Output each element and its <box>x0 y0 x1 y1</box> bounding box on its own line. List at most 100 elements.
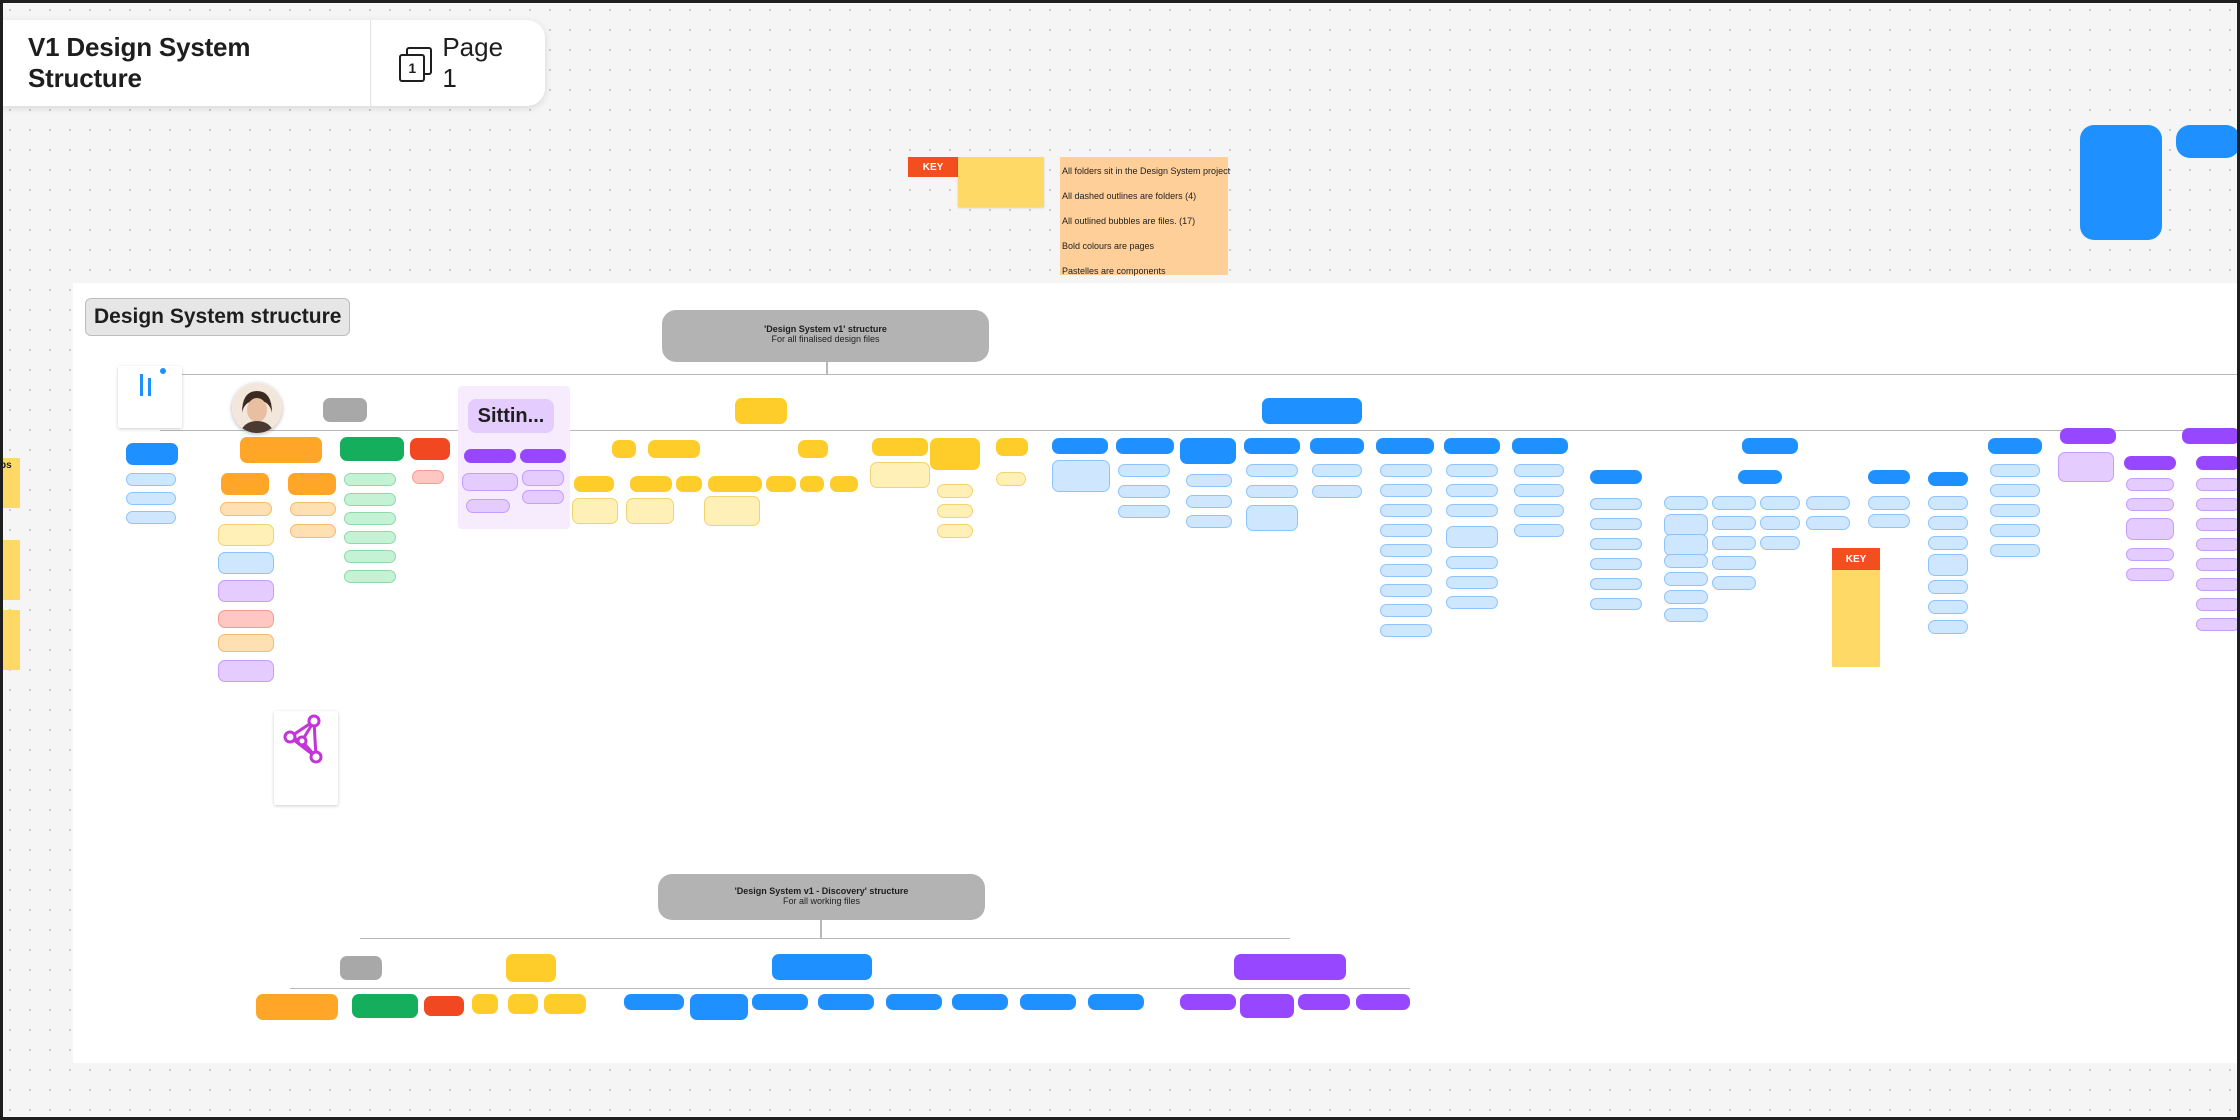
page-node[interactable] <box>735 398 787 424</box>
component-node[interactable] <box>1990 464 2040 477</box>
component-node[interactable] <box>937 524 973 538</box>
key-tag[interactable]: KEY <box>908 157 958 177</box>
component-node[interactable] <box>1380 484 1432 497</box>
page-node[interactable] <box>1240 994 1294 1018</box>
component-node[interactable] <box>1712 536 1756 550</box>
component-node[interactable] <box>1446 576 1498 589</box>
component-node[interactable] <box>1590 598 1642 610</box>
component-node[interactable] <box>1380 604 1432 617</box>
page-node[interactable] <box>708 476 762 492</box>
component-node[interactable] <box>522 490 564 504</box>
component-node[interactable] <box>2126 548 2174 561</box>
component-node[interactable] <box>1928 554 1968 576</box>
offscreen-sticky[interactable] <box>0 458 20 508</box>
component-node[interactable] <box>2196 618 2240 631</box>
component-node[interactable] <box>2196 598 2240 611</box>
page-node[interactable] <box>221 473 269 495</box>
component-node[interactable] <box>1928 580 1968 594</box>
component-node[interactable] <box>1760 516 1800 530</box>
component-node[interactable] <box>1928 600 1968 614</box>
page-node[interactable] <box>520 449 566 463</box>
component-node[interactable] <box>290 524 336 538</box>
page-node[interactable] <box>1116 438 1174 454</box>
component-node[interactable] <box>344 531 396 544</box>
page-node[interactable] <box>830 476 858 492</box>
component-node[interactable] <box>1806 516 1850 530</box>
component-node[interactable] <box>1186 474 1232 487</box>
component-node[interactable] <box>1380 564 1432 577</box>
component-node[interactable] <box>1590 498 1642 510</box>
page-node[interactable] <box>2124 456 2176 470</box>
component-node[interactable] <box>1664 534 1708 556</box>
page-node[interactable] <box>676 476 702 492</box>
page-node[interactable] <box>506 954 556 982</box>
document-title[interactable]: V1 Design System Structure <box>28 32 251 93</box>
page-node[interactable] <box>574 476 614 492</box>
file-thumbnail[interactable] <box>274 711 338 805</box>
page-node[interactable] <box>930 438 980 470</box>
component-node[interactable] <box>1590 538 1642 550</box>
key-sticky-secondary[interactable] <box>1832 570 1880 667</box>
page-node[interactable] <box>352 994 418 1018</box>
component-node[interactable] <box>1446 526 1498 548</box>
offscreen-sticky[interactable] <box>0 540 20 600</box>
component-node[interactable] <box>218 552 274 574</box>
component-node[interactable] <box>1312 485 1362 498</box>
component-node[interactable] <box>1052 460 1110 492</box>
component-node[interactable] <box>1712 556 1756 570</box>
page-node[interactable] <box>1928 472 1968 486</box>
tree1-root[interactable]: 'Design System v1' structure For all fin… <box>662 310 989 362</box>
component-node[interactable] <box>344 570 396 583</box>
page-node[interactable] <box>818 994 874 1010</box>
component-node[interactable] <box>522 470 564 486</box>
page-node[interactable] <box>996 438 1028 456</box>
page-node[interactable] <box>624 994 684 1010</box>
component-node[interactable] <box>2196 558 2240 571</box>
component-node[interactable] <box>2126 518 2174 540</box>
component-node[interactable] <box>1990 524 2040 537</box>
page-node[interactable] <box>544 994 586 1014</box>
folder-node[interactable] <box>323 398 367 422</box>
component-node[interactable] <box>290 502 336 516</box>
component-node[interactable] <box>1514 524 1564 537</box>
page-node[interactable] <box>126 443 178 465</box>
component-node[interactable] <box>1928 620 1968 634</box>
component-node[interactable] <box>1380 624 1432 637</box>
component-node[interactable] <box>1664 514 1708 536</box>
component-node[interactable] <box>1186 495 1232 508</box>
page-node[interactable] <box>612 440 636 458</box>
component-node[interactable] <box>1990 544 2040 557</box>
component-node[interactable] <box>1446 504 1498 517</box>
page-node[interactable] <box>1590 470 1642 484</box>
page-node[interactable] <box>798 440 828 458</box>
blue-note-card[interactable] <box>2080 125 2162 240</box>
component-node[interactable] <box>1246 485 1298 498</box>
page-node[interactable] <box>1052 438 1108 454</box>
component-node[interactable] <box>2058 452 2114 482</box>
page-node[interactable] <box>1298 994 1350 1010</box>
component-node[interactable] <box>937 504 973 518</box>
component-node[interactable] <box>1514 504 1564 517</box>
page-node[interactable] <box>1376 438 1434 454</box>
page-node[interactable] <box>690 994 748 1020</box>
component-node[interactable] <box>704 496 760 526</box>
folder-node[interactable] <box>340 956 382 980</box>
component-node[interactable] <box>1446 596 1498 609</box>
blue-note-card[interactable] <box>2176 125 2240 158</box>
page-node[interactable] <box>1444 438 1500 454</box>
page-node[interactable] <box>648 440 700 458</box>
component-node[interactable] <box>1868 514 1910 528</box>
component-node[interactable] <box>1118 505 1170 518</box>
page-node[interactable] <box>508 994 538 1014</box>
sitting-label[interactable]: Sittin... <box>468 399 554 433</box>
component-node[interactable] <box>1590 518 1642 530</box>
page-node[interactable] <box>1512 438 1568 454</box>
page-selector[interactable]: 1 Page 1 <box>371 32 545 94</box>
component-node[interactable] <box>1590 558 1642 570</box>
component-node[interactable] <box>996 472 1026 486</box>
component-node[interactable] <box>1760 536 1800 550</box>
component-node[interactable] <box>1446 484 1498 497</box>
page-node[interactable] <box>1234 954 1346 980</box>
page-node[interactable] <box>1738 470 1782 484</box>
page-node[interactable] <box>952 994 1008 1010</box>
